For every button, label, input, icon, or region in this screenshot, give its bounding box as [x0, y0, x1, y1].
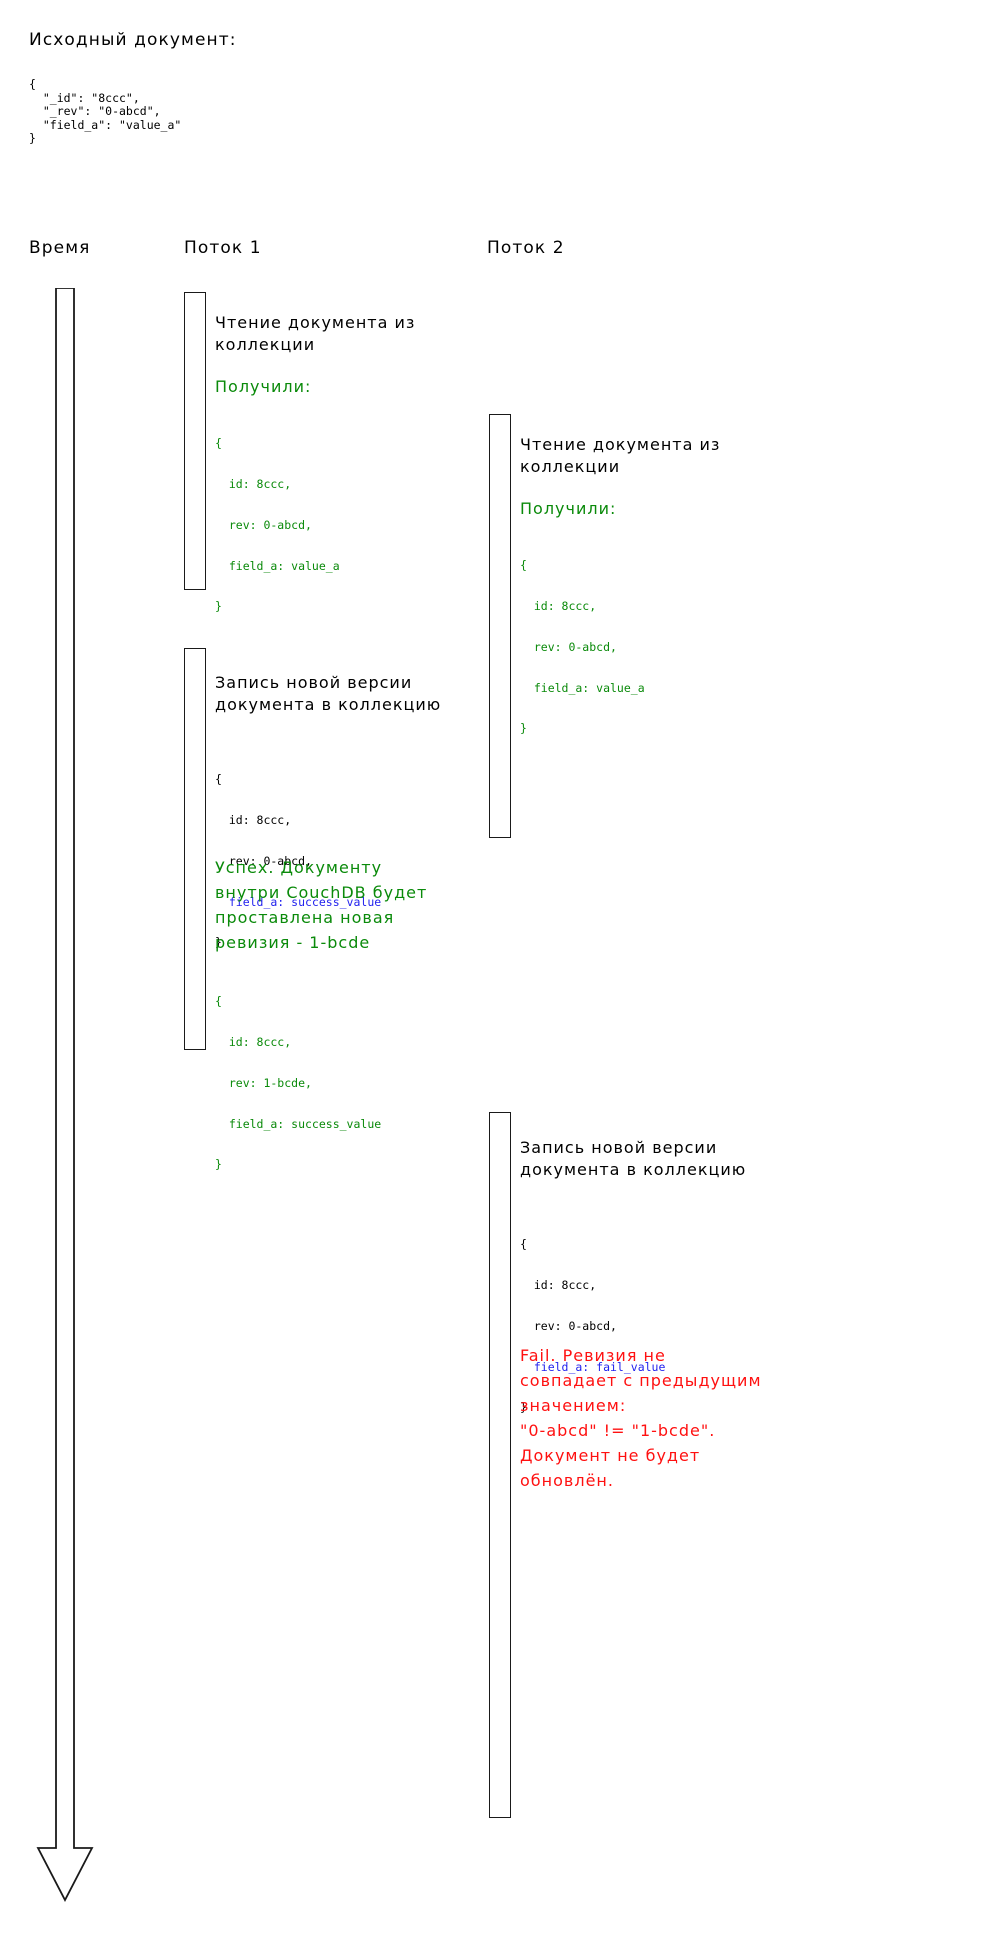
source-document-json: { "_id": "8ccc", "_rev": "0-abcd", "fiel… [29, 77, 182, 146]
step-t1-read: Чтение документа из коллекции Получили: … [215, 312, 475, 641]
step-title: Запись новой версии документа в коллекци… [520, 1138, 747, 1179]
lifeline-bar-t2-read [489, 414, 511, 838]
json-line: id: 8ccc, [520, 598, 597, 613]
json-line: { [520, 1237, 527, 1252]
step-json: { id: 8ccc, rev: 0-abcd, field_a: succes… [215, 746, 495, 977]
json-line: { [215, 436, 222, 451]
json-line: field_a: value_a [520, 680, 645, 695]
json-line: rev: 0-abcd, [520, 639, 617, 654]
page-title: Исходный документ: [29, 30, 237, 50]
json-line: { [215, 994, 222, 1009]
step-json: { id: 8ccc, rev: 1-bcde, field_a: succes… [215, 968, 495, 1199]
json-line: field_a: success_value [215, 1116, 382, 1131]
lifeline-bar-t2-write [489, 1112, 511, 1818]
json-line: id: 8ccc, [215, 476, 292, 491]
step-note: Успех. Документу внутри CouchDB будет пр… [215, 858, 428, 952]
column-header-time: Время [29, 238, 91, 258]
json-line: { [215, 772, 222, 787]
lifeline-bar-t1-read [184, 292, 206, 590]
column-header-thread-1: Поток 1 [184, 238, 262, 258]
json-line: } [215, 935, 222, 950]
step-t1-write: Запись новой версии документа в коллекци… [215, 672, 495, 977]
step-title: Запись новой версии документа в коллекци… [215, 673, 442, 714]
column-header-thread-2: Поток 2 [487, 238, 565, 258]
json-line: rev: 1-bcde, [215, 1075, 312, 1090]
step-note: Получили: [215, 377, 312, 396]
time-arrow-icon [36, 287, 96, 1932]
json-line: id: 8ccc, [215, 812, 292, 827]
json-line: { [520, 558, 527, 573]
step-t2-fail: Fail. Ревизия не совпадает с предыдущим … [520, 1343, 850, 1493]
json-line: } [215, 1157, 222, 1172]
json-line: } [215, 599, 222, 614]
json-line: field_a: success_value [215, 894, 382, 909]
step-note: Получили: [520, 499, 617, 518]
lifeline-bar-t1-write [184, 648, 206, 1050]
json-line: rev: 0-abcd, [520, 1318, 617, 1333]
step-note: Fail. Ревизия не совпадает с предыдущим … [520, 1346, 762, 1490]
json-line: id: 8ccc, [520, 1277, 597, 1292]
json-line: } [520, 721, 527, 736]
json-line: rev: 0-abcd, [215, 853, 312, 868]
json-line: field_a: fail_value [520, 1359, 666, 1374]
step-json: { id: 8ccc, rev: 0-abcd, field_a: fail_v… [520, 1211, 820, 1442]
json-line: id: 8ccc, [215, 1034, 292, 1049]
step-title: Чтение документа из коллекции [215, 313, 416, 354]
json-line: } [520, 1400, 527, 1415]
step-json: { id: 8ccc, rev: 0-abcd, field_a: value_… [520, 532, 790, 763]
step-json: { id: 8ccc, rev: 0-abcd, field_a: value_… [215, 410, 475, 641]
step-title: Чтение документа из коллекции [520, 435, 721, 476]
json-line: field_a: value_a [215, 558, 340, 573]
step-t2-write: Запись новой версии документа в коллекци… [520, 1137, 820, 1442]
step-t2-read: Чтение документа из коллекции Получили: … [520, 434, 790, 763]
json-line: rev: 0-abcd, [215, 517, 312, 532]
step-t1-success: Успех. Документу внутри CouchDB будет пр… [215, 855, 495, 1199]
